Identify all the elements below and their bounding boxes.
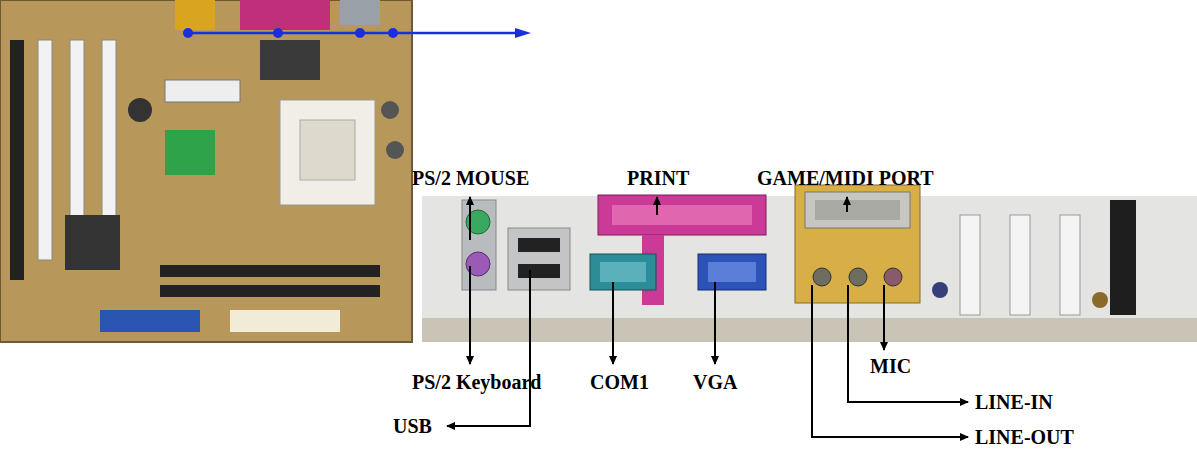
leader-line xyxy=(846,197,848,212)
port-label: PS/2 Keyboard xyxy=(412,370,541,394)
port-label: PS/2 MOUSE xyxy=(412,166,529,190)
leader-line xyxy=(656,197,658,215)
port-label: PRINT xyxy=(627,166,689,190)
leader-line xyxy=(714,282,716,364)
port-label: LINE-IN xyxy=(975,390,1053,414)
back-panel-photo xyxy=(422,185,1197,342)
port-label: VGA xyxy=(693,370,737,394)
leader-line xyxy=(812,285,968,437)
leader-line xyxy=(612,282,614,364)
leader-line xyxy=(469,197,471,240)
port-label: LINE-OUT xyxy=(975,425,1074,449)
port-label: GAME/MIDI PORT xyxy=(757,166,934,190)
motherboard-photo xyxy=(0,0,412,342)
port-label: USB xyxy=(393,414,432,438)
port-label: MIC xyxy=(870,354,911,378)
pointer-line xyxy=(183,28,531,38)
leader-line xyxy=(447,270,530,426)
leader-line xyxy=(883,285,885,350)
leader-line xyxy=(848,285,968,402)
port-label: COM1 xyxy=(590,370,649,394)
leader-line xyxy=(469,266,471,364)
